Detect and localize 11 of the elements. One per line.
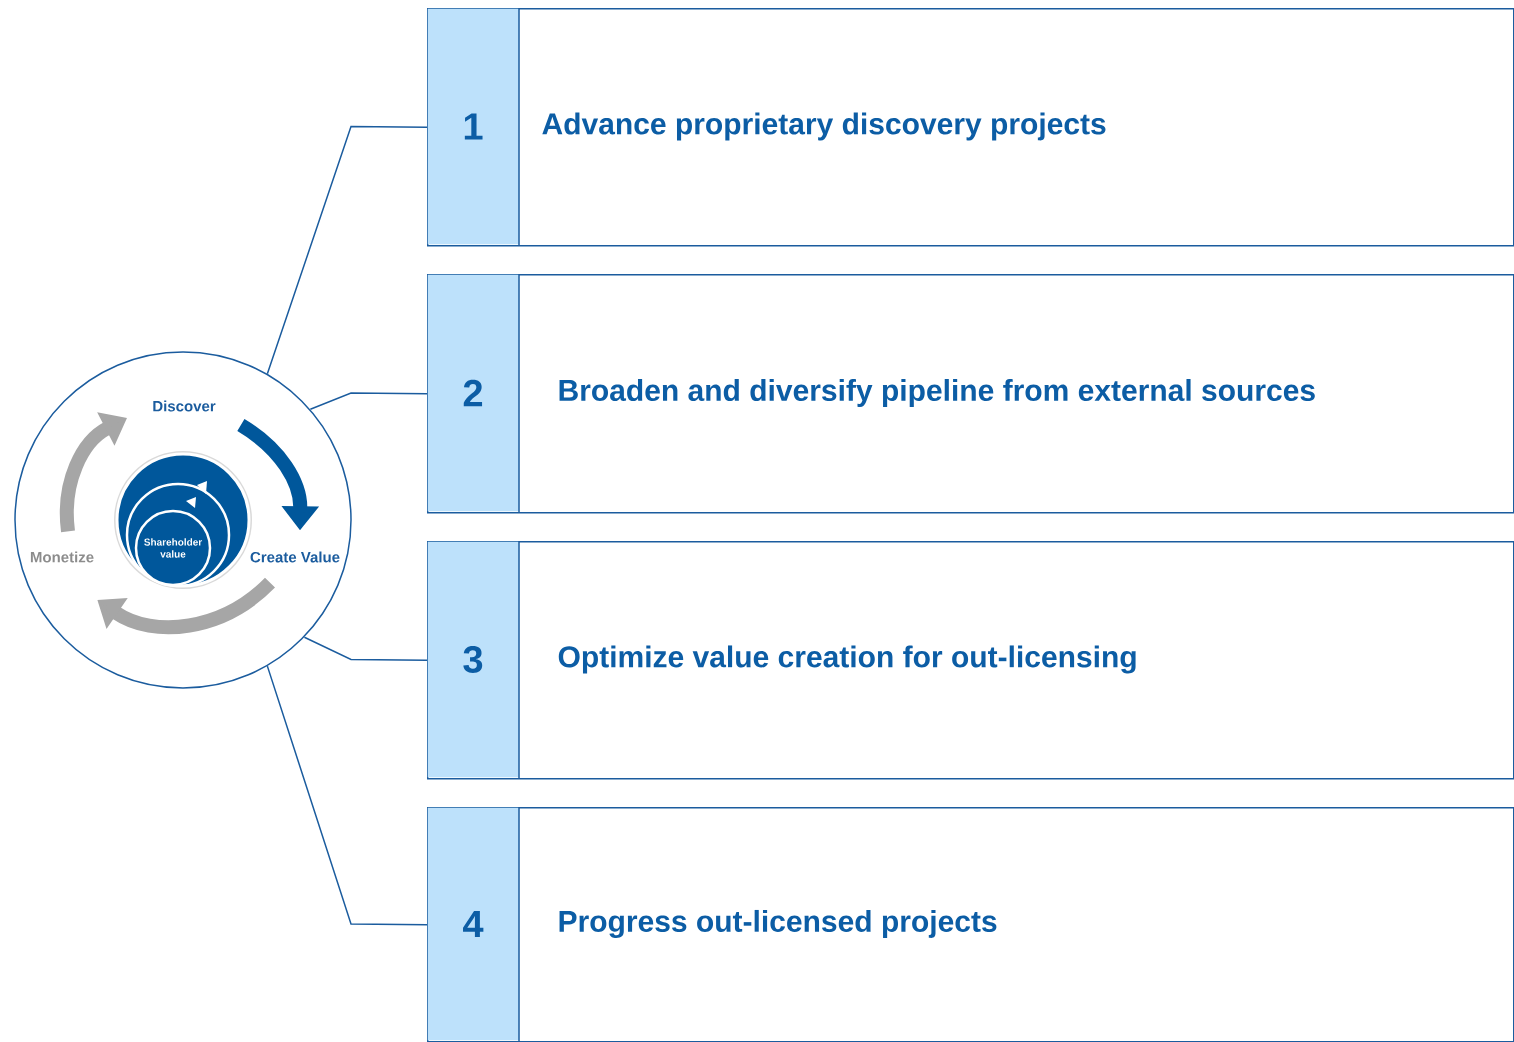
connector-line xyxy=(303,636,428,661)
stage-label: Create Value xyxy=(250,551,340,563)
step-box: 4 Progress out-licensed projects xyxy=(427,806,1514,1042)
connector-line xyxy=(266,125,428,375)
connector-line xyxy=(309,392,428,411)
connector-line xyxy=(266,665,428,926)
stage-label: Monetize xyxy=(30,551,94,563)
step-box: 1 Advance proprietary discovery projects xyxy=(427,7,1514,247)
step-box: 2 Broaden and diversify pipeline from external sources xyxy=(427,273,1514,514)
step-box: 3 Optimize value creation for out-licensing xyxy=(427,540,1514,780)
stage-label: Discover xyxy=(153,400,216,412)
